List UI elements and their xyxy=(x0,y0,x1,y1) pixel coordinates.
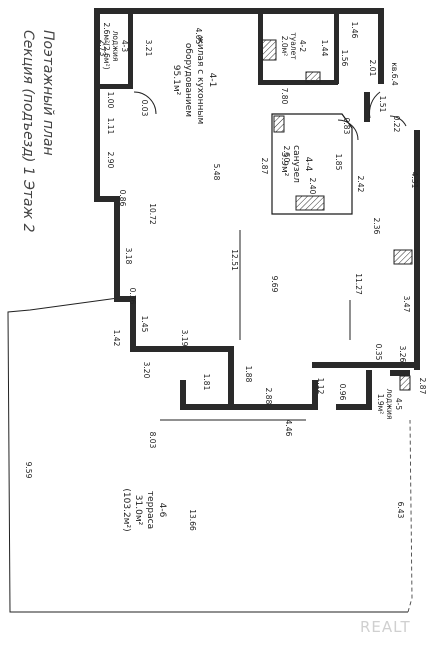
bathroom-walls xyxy=(271,113,353,215)
dim-1-12: 1.12 xyxy=(316,378,325,395)
dim-1-51: 1.51 xyxy=(378,96,387,113)
room-loggia-b: 4-5 лоджия 1.9м² xyxy=(376,389,403,420)
room-toilet: 4-2 туалет 2.0м² xyxy=(280,32,307,60)
dim-13-66: 13.66 xyxy=(188,509,197,531)
title-block: Поэтажный план Секция (подъезд) 1 Этаж 2 xyxy=(20,30,56,233)
loggia-a-area: 2.6м²(2.6м²) xyxy=(102,22,111,69)
dim-1-81: 1.81 xyxy=(202,374,211,391)
dim-4-31: 4.31 xyxy=(410,172,419,189)
terrace-code: 4-6 xyxy=(157,503,167,518)
dim-3-26: 3.26 xyxy=(398,346,407,363)
dim-4-05: 4.05 xyxy=(194,28,203,45)
terrace-area2: (103.2м²) xyxy=(121,488,131,531)
bath-name: санузел xyxy=(291,145,301,183)
dim-1-45: 1.45 xyxy=(140,316,149,333)
room-main-area: 95.1м² xyxy=(171,65,181,96)
dim-2-40: 2.40 xyxy=(308,178,317,195)
dim-2-36: 2.36 xyxy=(372,218,381,235)
stair-code: кв.6.4 xyxy=(390,62,399,85)
dim-1-11: 1.11 xyxy=(106,118,115,135)
dim-1-44: 1.44 xyxy=(320,40,329,57)
bath-code: 4-4 xyxy=(303,157,313,172)
plan-subtitle: Секция (подъезд) 1 Этаж 2 xyxy=(20,30,36,233)
dim-2-73: 2.73 xyxy=(98,40,107,57)
dimension-labels: 2.73 3.21 4.05 1.46 1.00 0.03 1.11 2.90 … xyxy=(24,22,427,531)
loggia-a-code: 4-3 xyxy=(120,40,129,52)
dim-6-43: 6.43 xyxy=(396,502,405,519)
dim-3-20: 3.20 xyxy=(142,362,151,379)
dim-9-59: 9.59 xyxy=(24,462,33,479)
dim-10-72: 10.72 xyxy=(148,203,157,225)
dim-2-87-bath: 2.87 xyxy=(260,158,269,175)
bath-area: 5.9м² xyxy=(279,152,289,177)
dim-3-19: 3.19 xyxy=(180,330,189,347)
dim-2-42: 2.42 xyxy=(356,176,365,193)
dim-11-27: 11.27 xyxy=(354,273,363,295)
outer-walls xyxy=(94,8,420,410)
room-main-code: 4-1 xyxy=(207,73,217,88)
dim-0-03: 0.03 xyxy=(140,100,149,117)
dim-7-80: 7.80 xyxy=(280,88,289,105)
dim-1-42: 1.42 xyxy=(112,330,121,347)
watermark: REALT xyxy=(360,618,411,636)
dim-0-86: 0.86 xyxy=(118,190,127,207)
toilet-name: туалет xyxy=(289,32,298,60)
loggia-a-name: лоджия xyxy=(111,31,120,62)
dim-5-48: 5.48 xyxy=(212,164,221,181)
dim-3-18: 3.18 xyxy=(124,248,133,265)
room-main-name: жилая с кухонным xyxy=(195,36,205,125)
dim-2-90: 2.90 xyxy=(106,152,115,169)
shaft-box xyxy=(393,249,413,265)
loggia-b-code: 4-5 xyxy=(394,398,403,410)
dim-12-51: 12.51 xyxy=(230,249,239,271)
dimension-lines xyxy=(160,230,351,421)
dim-0-83: 0.83 xyxy=(342,118,351,135)
room-main-name2: оборудованием xyxy=(183,43,193,117)
dim-0-96: 0.96 xyxy=(338,384,347,401)
dim-1-56: 1.56 xyxy=(340,50,349,67)
dim-1-46: 1.46 xyxy=(350,22,359,39)
dim-8-03: 8.03 xyxy=(148,432,157,449)
dim-1-85: 1.85 xyxy=(334,154,343,171)
dim-3-21: 3.21 xyxy=(144,40,153,57)
room-main: 4-1 жилая с кухонным оборудованием 95.1м… xyxy=(171,36,217,125)
dim-0-36: 0.36 xyxy=(128,288,137,305)
dim-2-50: 2.50 xyxy=(282,146,291,163)
terrace-area: 31.0м² xyxy=(133,495,143,526)
plan-title: Поэтажный план xyxy=(40,30,56,156)
dim-9-69: 9.69 xyxy=(270,276,279,293)
stair-label: кв.6.4 xyxy=(390,62,399,85)
toilet-code: 4-2 xyxy=(298,40,307,52)
terrace-outline xyxy=(7,297,413,613)
toilet-area: 2.0м² xyxy=(280,36,289,57)
dim-1-00: 1.00 xyxy=(106,92,115,109)
loggia-b-name: лоджия xyxy=(385,389,394,420)
loggia-b-area: 1.9м² xyxy=(376,394,385,415)
dim-0-35: 0.35 xyxy=(374,344,383,361)
dim-3-47: 3.47 xyxy=(402,296,411,313)
dim-2-01: 2.01 xyxy=(368,60,377,77)
dim-4-46: 4.46 xyxy=(284,420,293,437)
dim-0-22: 0.22 xyxy=(392,116,401,133)
room-terrace: 4-6 терраса 31.0м² (103.2м²) xyxy=(121,488,167,531)
dim-2-87-loggia: 2.87 xyxy=(418,378,427,395)
doors xyxy=(133,91,407,141)
terrace-name: терраса xyxy=(145,491,155,529)
room-loggia-a: 4-3 лоджия 2.6м²(2.6м²) xyxy=(102,22,129,69)
inner-walls xyxy=(100,14,339,89)
room-bath: 4-4 санузел 5.9м² xyxy=(279,145,313,183)
dim-1-88: 1.88 xyxy=(244,366,253,383)
loggia-box xyxy=(399,375,411,391)
dim-2-88: 2.88 xyxy=(264,388,273,405)
